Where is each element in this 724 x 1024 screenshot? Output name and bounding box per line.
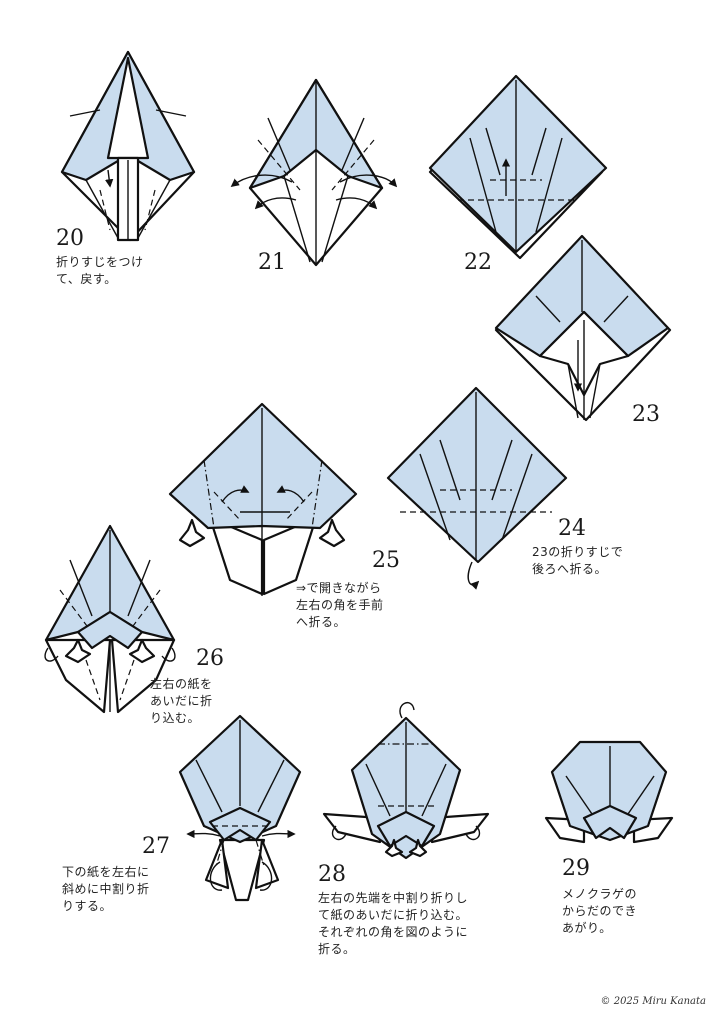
step-25-caption: ⇒で開きながら 左右の角を手前 へ折る。 [296,581,384,629]
step-28-figure [322,702,490,860]
step-24-number: 24 [558,516,586,541]
step-29-caption: メノクラゲの からだのでき あがり。 [562,887,638,935]
step-27-caption: 下の紙を左右に 斜めに中割り折 りする。 [62,865,150,913]
step-26-number: 26 [196,646,224,671]
step-28-caption: 左右の先端を中割り折りし て紙のあいだに折り込む。 それぞれの角を図のように 折… [318,891,469,956]
step-20-number: 20 [56,226,84,251]
step-29-number: 29 [562,856,590,881]
step-22-number: 22 [464,250,492,275]
step-25-number: 25 [372,548,400,573]
step-20-figure [60,50,196,242]
copyright-notice: © 2025 Miru Kanata [600,996,706,1007]
step-26-figure [44,524,176,714]
step-26-caption: 左右の紙を あいだに折 り込む。 [150,677,213,725]
step-25-figure [168,402,358,596]
step-27-figure [178,714,302,902]
step-24-caption: 23の折りすじで 後ろへ折る。 [532,545,624,576]
step-22-figure [428,74,608,260]
step-21-number: 21 [258,250,286,275]
step-29-figure [544,740,674,844]
step-23-number: 23 [632,402,660,427]
step-24-figure [386,386,568,590]
step-23-figure [494,234,672,422]
step-20-caption: 折りすじをつけ て、戻す。 [56,255,144,286]
step-21-figure [230,78,398,267]
step-28-number: 28 [318,862,346,887]
step-27-number: 27 [142,834,170,859]
